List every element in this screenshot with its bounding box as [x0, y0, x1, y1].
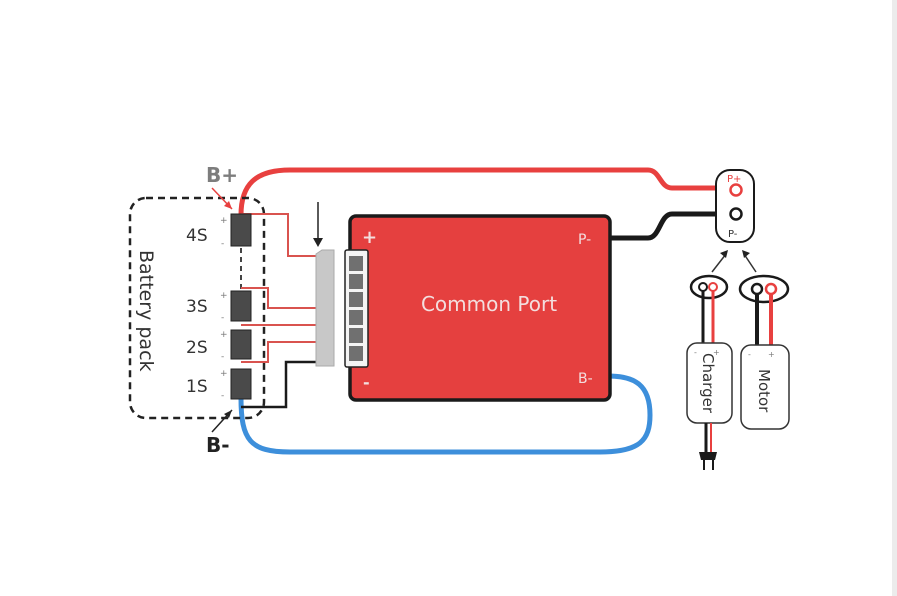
board-minus-label: - — [363, 373, 370, 392]
cell-label-3s: 3S — [186, 297, 208, 317]
bms-board: + - P- B- Common Port — [344, 214, 612, 402]
motor-label: Motor — [755, 369, 773, 413]
svg-text:+: + — [220, 330, 228, 340]
cell-1s: + - 1S — [186, 368, 252, 401]
cell-2s: + - 2S — [186, 329, 252, 362]
p-plus-terminal — [729, 183, 743, 197]
svg-text:-: - — [748, 350, 751, 359]
balance-wires — [241, 213, 316, 363]
p-minus-wire — [610, 211, 730, 241]
svg-text:-: - — [221, 313, 224, 323]
board-p-minus-label: P- — [578, 232, 591, 248]
motor: - + Motor — [738, 274, 790, 430]
cell-3s: + - 3S — [186, 290, 252, 323]
charger-arrow — [711, 253, 727, 273]
svg-text:-: - — [694, 348, 697, 357]
scrollbar[interactable] — [892, 0, 897, 596]
b-plus-label: B+ — [206, 163, 238, 187]
motor-arrow — [743, 253, 757, 273]
svg-text:+: + — [713, 348, 720, 357]
output-port: P+ P- — [715, 169, 755, 243]
board-b-minus-label: B- — [578, 371, 593, 387]
svg-text:+: + — [768, 350, 775, 359]
balance-ground-wire — [241, 360, 316, 409]
cell-label-4s: 4S — [186, 226, 208, 246]
svg-text:-: - — [221, 239, 224, 249]
svg-text:+: + — [220, 216, 228, 226]
p-plus-label: P+ — [727, 174, 741, 185]
p-minus-terminal — [729, 207, 743, 221]
cell-label-2s: 2S — [186, 338, 208, 358]
b-plus-wire — [238, 167, 730, 216]
board-plus-label: + — [362, 227, 377, 248]
battery-pack-label: Battery pack — [135, 250, 157, 372]
charger-label: Charger — [699, 353, 717, 414]
b-minus-label: B- — [206, 433, 230, 457]
charger: - + Charger — [686, 274, 733, 470]
svg-text:-: - — [221, 352, 224, 362]
cell-label-1s: 1S — [186, 377, 208, 397]
cell-4s: + - 4S — [186, 213, 252, 249]
svg-text:+: + — [220, 291, 228, 301]
b-minus-wire — [238, 373, 653, 455]
board-title: Common Port — [421, 292, 557, 316]
plug-icon — [699, 452, 717, 460]
battery-pack-outline — [128, 196, 266, 420]
svg-text:-: - — [221, 391, 224, 401]
p-minus-label: P- — [728, 229, 738, 240]
plug-arrow-head — [313, 238, 323, 247]
svg-text:+: + — [220, 369, 228, 379]
balance-plug — [315, 249, 335, 367]
